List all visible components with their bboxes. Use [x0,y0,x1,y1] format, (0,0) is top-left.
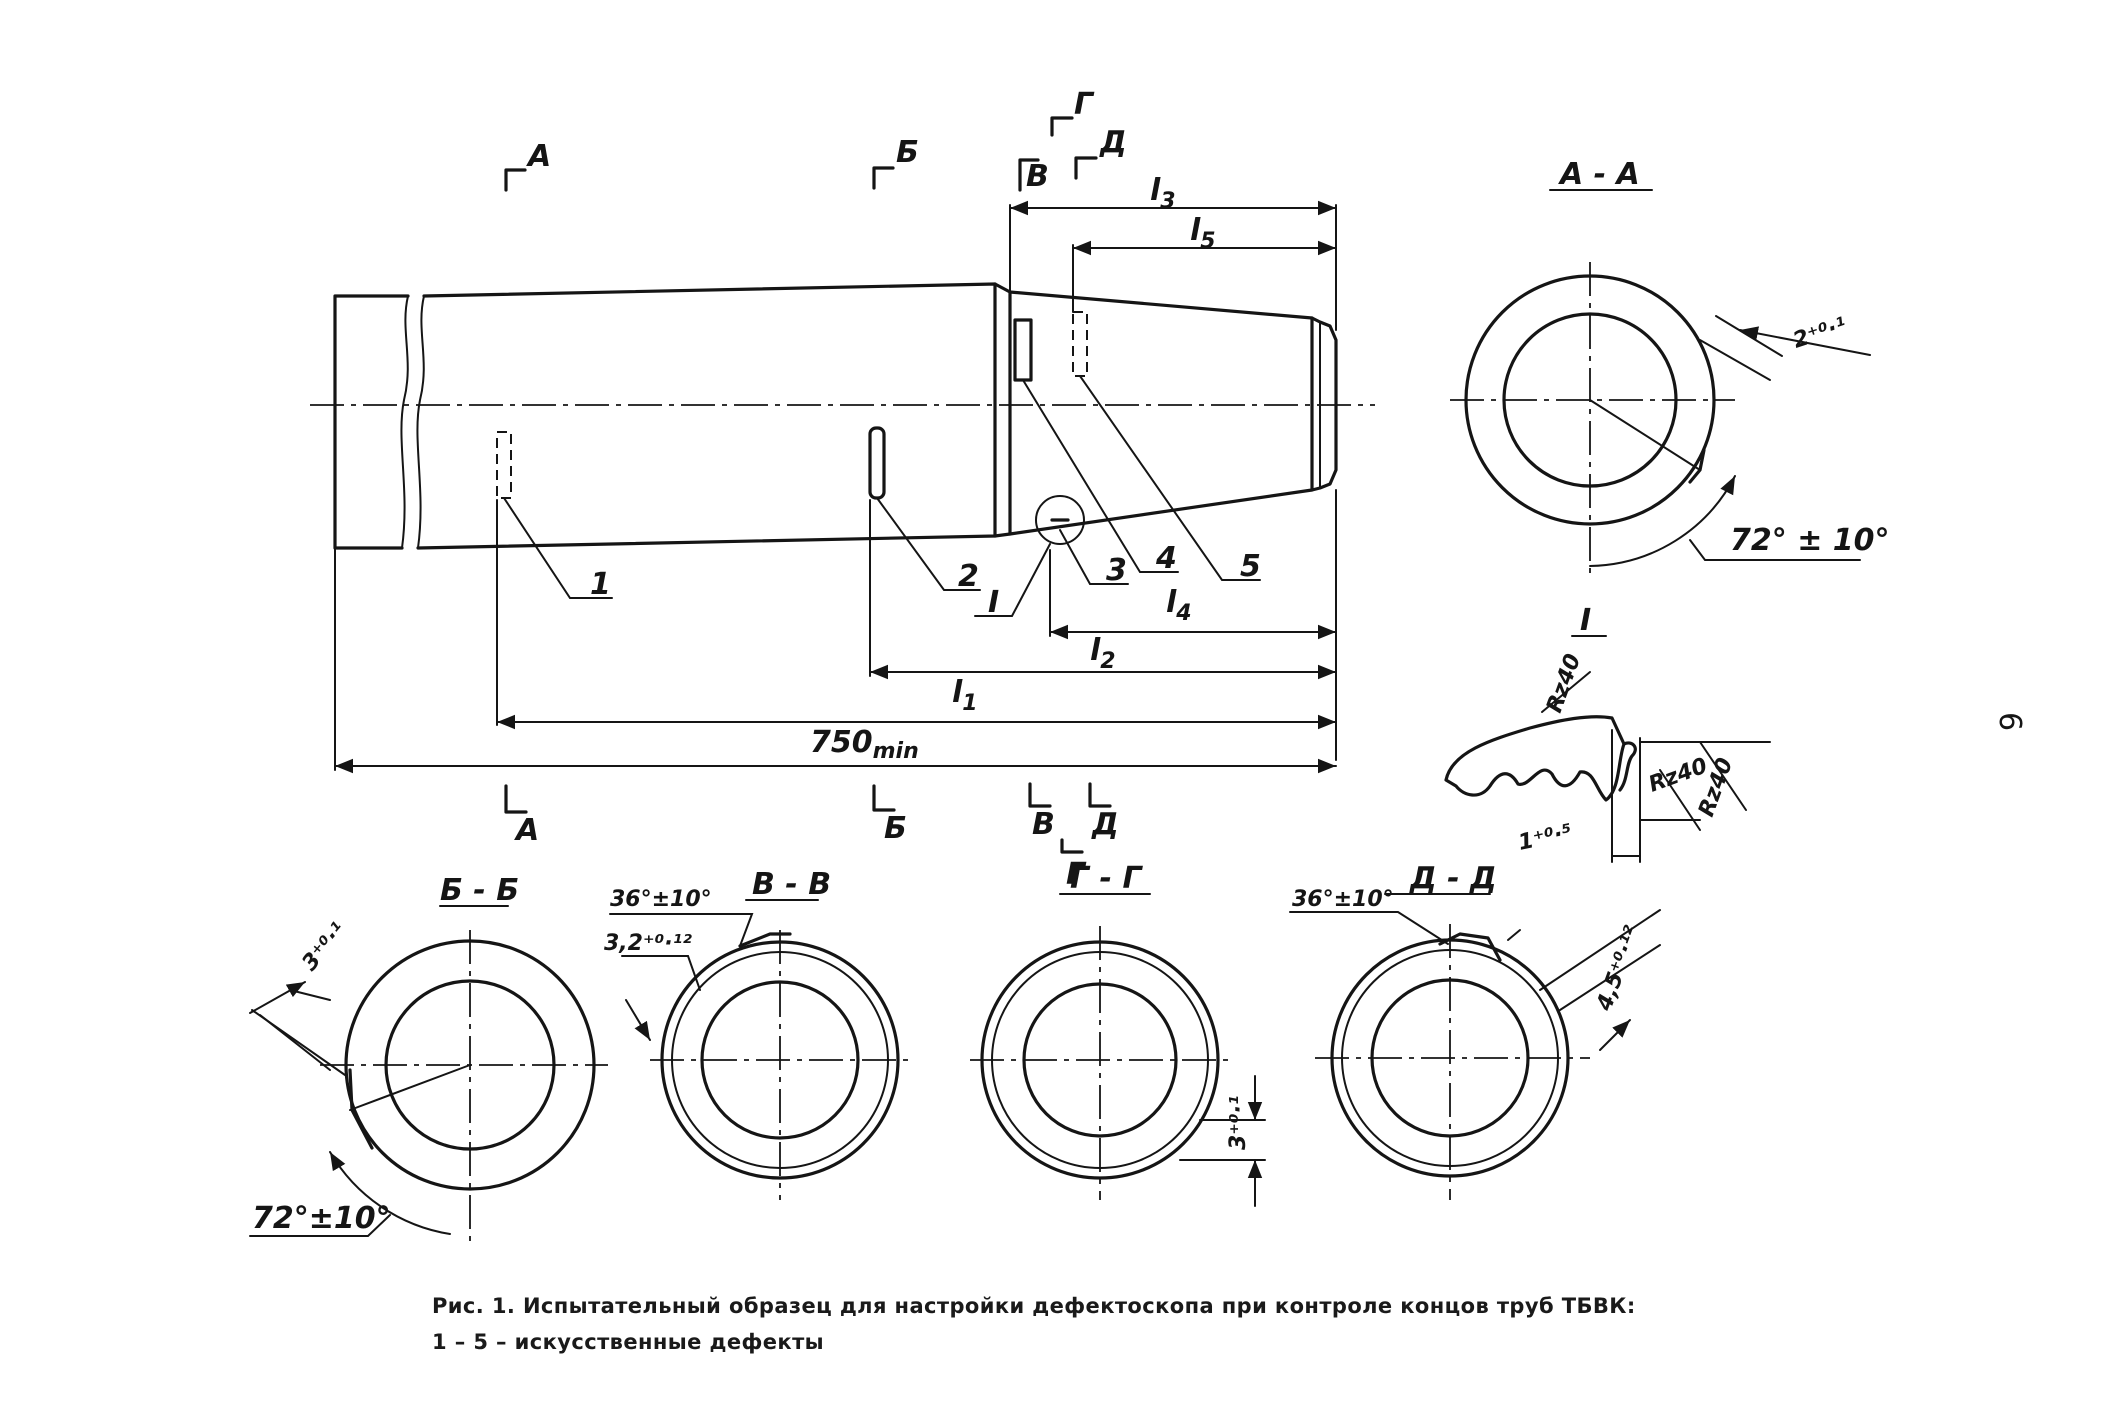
callout-detail: I [988,585,999,620]
vv-inner [700,980,860,1140]
mark-v-bottom-label: В [1032,807,1055,842]
defect-4 [1013,318,1033,382]
page-number: 6 [1992,712,2027,731]
detail-rz1: Rz40 [1542,651,1586,716]
detail-step: 1⁺⁰·⁵ [1516,820,1575,856]
mark-g-top-label: Г [1074,87,1095,122]
dim-l1-label: l1 [952,675,978,716]
vv-title: В - В [752,867,831,902]
tube-end-left [333,294,410,550]
leader-2 [876,497,981,591]
bb-title: Б - Б [440,873,519,908]
caption-line-2: 1 – 5 – искусственные дефекты [432,1330,825,1354]
callout-1: 1 [590,567,611,602]
section-mark-v-top [1018,158,1040,192]
gg-title: Г - Г [1070,861,1143,896]
defect-5 [1072,311,1088,377]
mark-b-bottom-label: Б [884,811,907,846]
callout-3: 3 [1106,553,1127,588]
mark-d-bottom-label: Д [1091,807,1119,842]
section-mark-b-bottom [872,784,896,812]
detail-thread-tooth [1618,741,1637,792]
break-line-1 [400,295,409,549]
dim-l3-label: l3 [1150,173,1176,214]
aa-depth-label: 2⁺⁰·¹ [1790,313,1850,354]
leader-1 [503,497,613,599]
section-mark-g-top [1050,116,1074,137]
tube-taper [993,282,1314,538]
leader-5 [1079,375,1261,581]
section-mark-b-top [872,166,895,190]
section-mark-d-top [1074,156,1098,180]
mark-d-top-label: Д [1099,125,1127,160]
dim-l5-label: l5 [1190,213,1216,254]
dim-overall-label: 750min [810,725,919,764]
defect-2 [868,426,886,500]
callout-4: 4 [1155,541,1177,576]
callout-2: 2 [958,559,979,594]
leader-3 [1059,529,1129,585]
bb-depth-label: 3⁺⁰·¹ [297,918,351,976]
leader-4 [1022,379,1179,573]
mark-a-bottom-label: А [514,813,539,848]
dd-depth-label: 4,5⁺⁰·¹² [1592,923,1646,1015]
break-line-2 [416,295,425,549]
figure-caption: Рис. 1. Испытательный образец для настро… [432,1288,1832,1360]
aa-title: А - А [1558,157,1640,192]
leader-detail [974,543,1051,617]
dim-l4-label: l4 [1166,585,1192,626]
mark-v-top-label: В [1026,159,1049,194]
vv-depth-label: 3,2⁺⁰·¹² [604,931,692,956]
section-b-b [249,905,608,1242]
detail-title: I [1580,603,1591,638]
tube-end-step [1310,316,1338,492]
callout-5: 5 [1240,549,1261,584]
section-mark-v-bottom [1028,782,1052,808]
section-mark-a-bottom [504,784,528,814]
mark-b-top-label: Б [896,135,919,170]
section-d-d [1289,893,1661,1200]
main-view [310,116,1375,854]
section-mark-d-bottom [1088,782,1112,808]
bb-angle-label: 72°±10° [252,1201,391,1236]
caption-line-1: Рис. 1. Испытательный образец для настро… [432,1294,1636,1318]
tube-body [416,282,997,550]
section-mark-a-top [504,168,527,192]
section-g-g [970,893,1266,1207]
section-v-v [609,899,908,1200]
vv-angle-label: 36°±10° [610,887,712,912]
mark-a-top-label: А [526,139,551,174]
dd-angle-label: 36°±10° [1292,887,1394,912]
section-a-a [1450,189,1871,575]
gg-depth-label: 3⁺⁰·¹ [1226,1095,1251,1150]
detail-thread-body [1444,715,1626,802]
dim-l2-label: l2 [1090,633,1116,674]
dd-title: Д - Д [1409,861,1497,896]
detail-I-circle [1035,495,1085,545]
defect-1 [496,431,512,499]
detail-I [1444,635,1771,863]
aa-angle-label: 72° ± 10° [1730,523,1890,558]
section-mark-g-bottom [1060,838,1084,854]
mark-g-bottom-label: Г [1066,857,1087,892]
